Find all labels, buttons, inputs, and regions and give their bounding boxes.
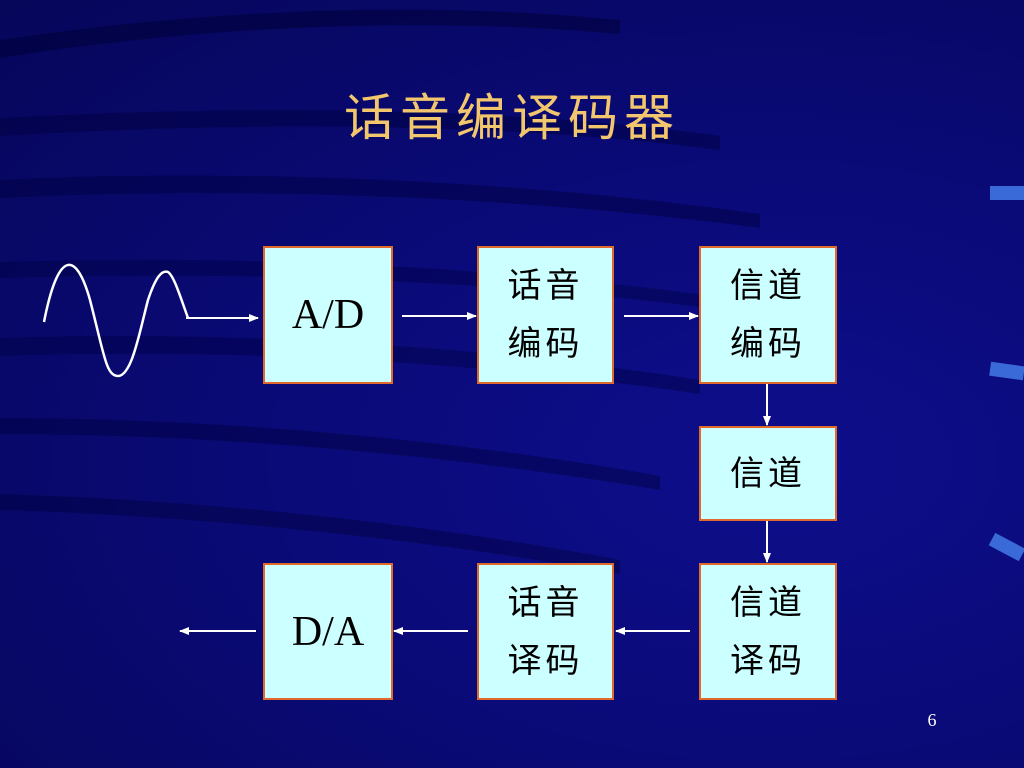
da-converter-block: D/A	[263, 563, 393, 700]
speech-encoder-line2: 编码	[507, 324, 584, 364]
channel-decoder-line2: 译码	[730, 640, 806, 681]
speech-decoder-line2: 译码	[507, 640, 584, 681]
channel-block: 信道	[699, 426, 837, 521]
da-label: D/A	[291, 608, 365, 655]
speech-encoder-block: 话音 编码	[477, 246, 614, 384]
channel-encoder-line1: 信道	[730, 266, 806, 306]
slide-title: 话音编译码器	[344, 89, 680, 147]
ad-label: A/D	[291, 292, 365, 338]
ad-converter-block: A/D	[263, 246, 393, 384]
channel-encoder-block: 信道 编码	[699, 246, 837, 384]
analog-waveform	[42, 263, 190, 378]
speech-decoder-block: 话音 译码	[477, 563, 614, 700]
channel-decoder-block: 信道 译码	[699, 563, 837, 700]
page-number: 6	[927, 710, 937, 730]
channel-encoder-line2: 编码	[730, 324, 806, 364]
channel-label: 信道	[730, 453, 806, 494]
channel-decoder-line1: 信道	[730, 582, 806, 623]
speech-decoder-line1: 话音	[507, 582, 584, 623]
speech-encoder-line1: 话音	[507, 266, 584, 306]
